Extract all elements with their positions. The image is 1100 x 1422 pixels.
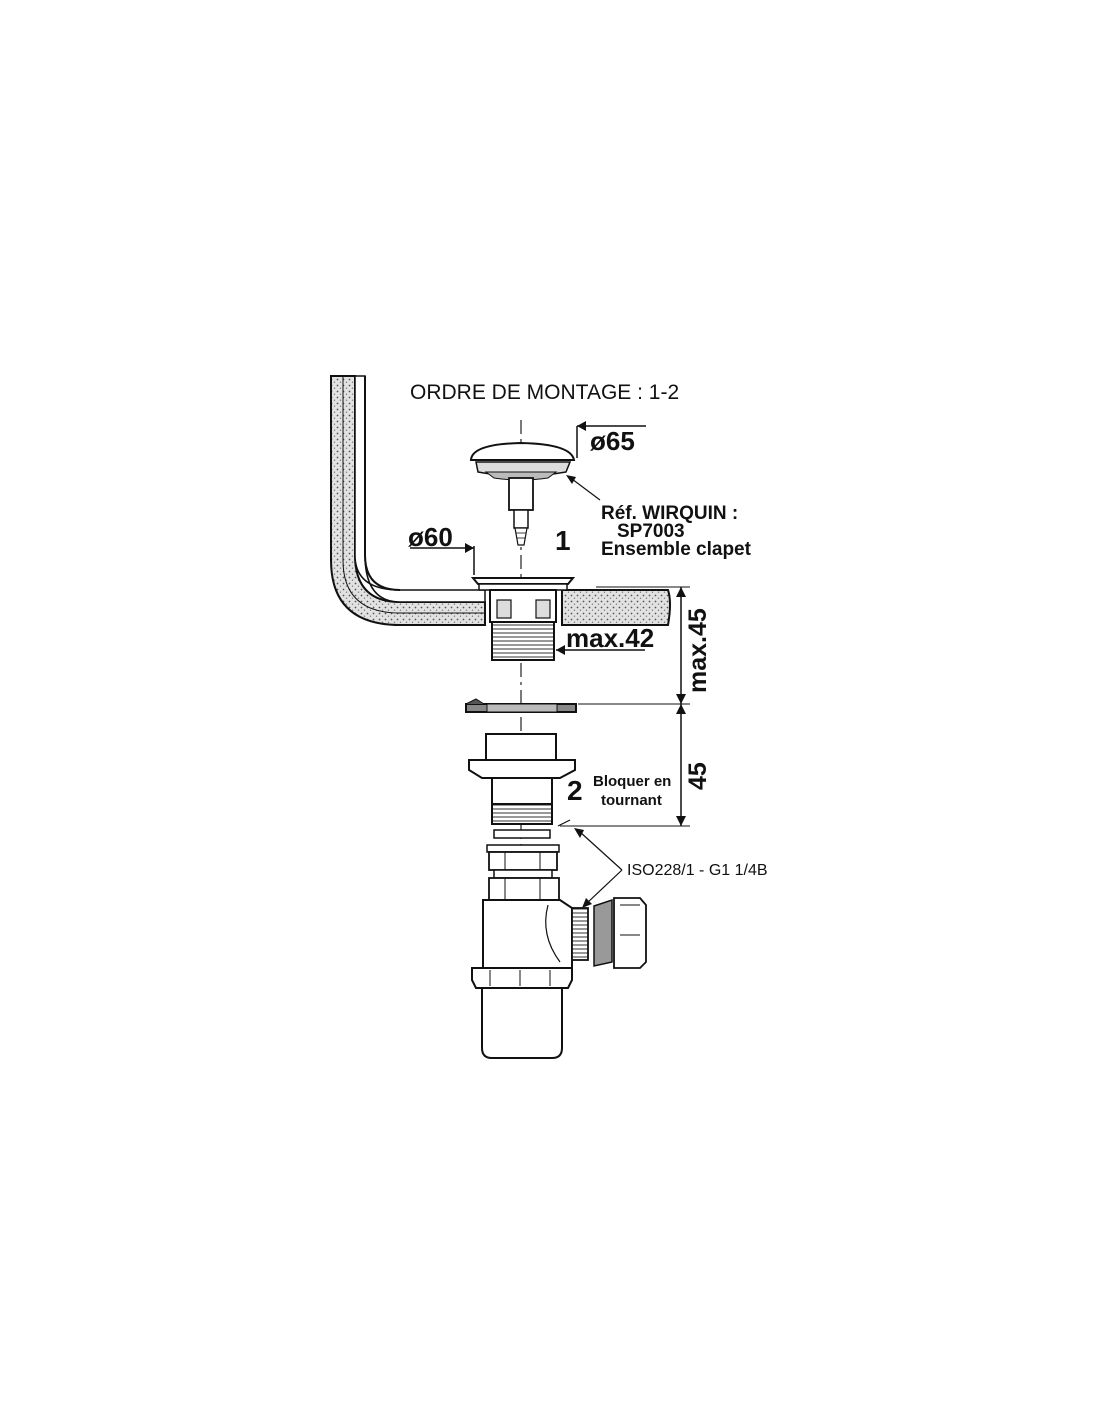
label-thread-max: max.42 <box>566 623 654 653</box>
label-height-max: max.45 <box>684 608 712 693</box>
lock-nut-2 <box>468 733 576 825</box>
step-2-number: 2 <box>567 775 583 806</box>
ref-line-1: Réf. WIRQUIN : <box>601 503 738 524</box>
bottle-trap <box>471 829 647 1059</box>
ref-line-2: SP7003 <box>617 521 685 542</box>
step-2-note-line-1: Bloquer en <box>593 773 671 790</box>
basin-wall <box>330 375 671 626</box>
dimension-height-lines <box>557 586 690 827</box>
label-height: 45 <box>684 762 712 790</box>
waste-body-1 <box>470 577 576 661</box>
step-1-number: 1 <box>555 525 571 556</box>
thread-leaders <box>574 828 623 908</box>
dimension-cap-diameter <box>576 421 646 458</box>
label-cap-diameter: ø65 <box>590 426 635 456</box>
ref-line-3: Ensemble clapet <box>601 539 752 560</box>
label-body-diameter: ø60 <box>408 522 453 552</box>
gasket <box>465 698 577 713</box>
diagram-title: ORDRE DE MONTAGE : 1-2 <box>410 381 679 404</box>
dimension-thread-max <box>556 645 645 655</box>
pop-up-cap <box>469 441 576 546</box>
step-2-note-line-2: tournant <box>601 792 662 809</box>
thread-spec: ISO228/1 - G1 1/4B <box>627 862 768 879</box>
dimension-body-diameter <box>410 543 475 575</box>
